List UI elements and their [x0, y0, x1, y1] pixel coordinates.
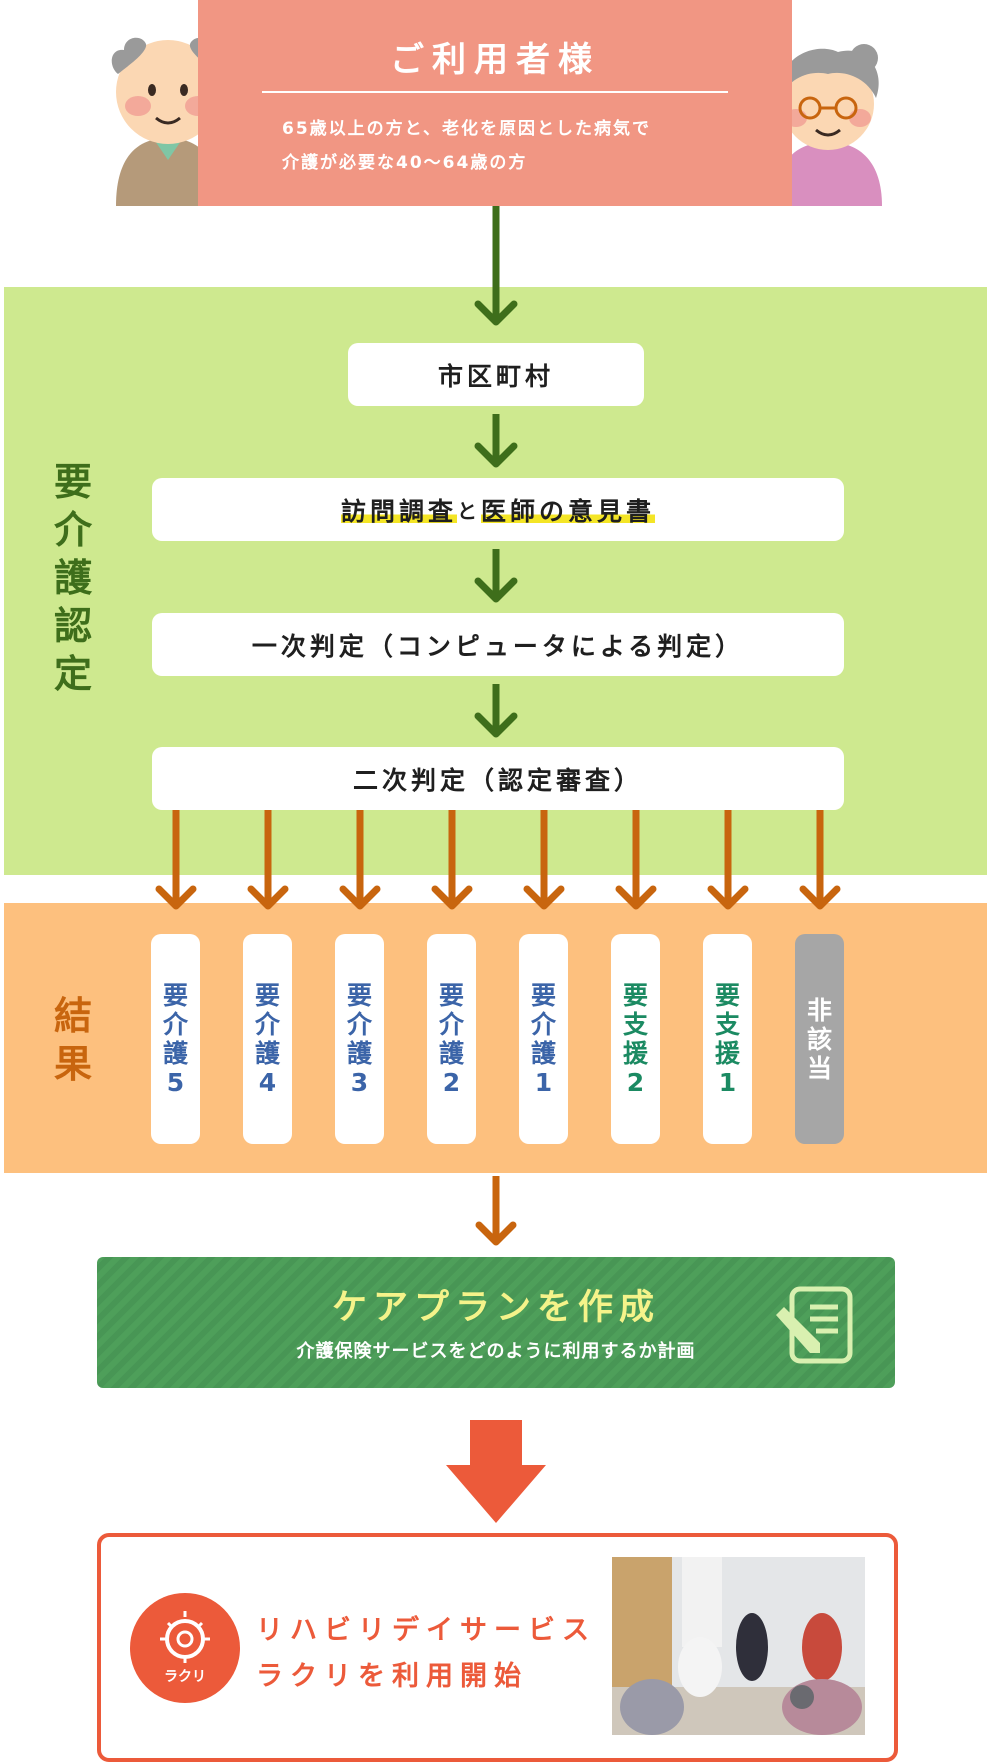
result-care-5-label: 要介護5 [161, 981, 191, 1097]
rehab-session-photo [612, 1557, 865, 1735]
result-care-4: 要介護4 [243, 934, 292, 1144]
result-care-3: 要介護3 [335, 934, 384, 1144]
result-support-1: 要支援1 [703, 934, 752, 1144]
result-care-4-label: 要介護4 [253, 981, 283, 1097]
result-care-2-label: 要介護2 [437, 981, 467, 1097]
arrow-city-to-survey [478, 414, 514, 464]
result-support-1-label: 要支援1 [713, 981, 743, 1097]
result-care-2: 要介護2 [427, 934, 476, 1144]
result-not-applicable: 非該当 [795, 934, 844, 1144]
result-care-1: 要介護1 [519, 934, 568, 1144]
arrow-survey-to-first [478, 549, 514, 599]
result-support-2-label: 要支援2 [621, 981, 651, 1097]
arrows-second-to-results [159, 810, 837, 906]
service-start-line1: リハビリデイサービス [256, 1608, 596, 1654]
rakuri-logo-mark [130, 1593, 240, 1703]
document-pencil-icon [770, 1285, 860, 1369]
rakuri-logo: ラクリ [130, 1593, 240, 1703]
arrow-first-to-second [478, 684, 514, 734]
result-care-5: 要介護5 [151, 934, 200, 1144]
result-support-2: 要支援2 [611, 934, 660, 1144]
arrow-results-to-careplan [479, 1176, 513, 1242]
big-arrow-careplan-to-service [446, 1420, 546, 1523]
service-start-text: リハビリデイサービス ラクリを利用開始 [256, 1608, 596, 1700]
rakuri-logo-text: ラクリ [130, 1666, 240, 1686]
result-care-3-label: 要介護3 [345, 981, 375, 1097]
service-start-line2: ラクリを利用開始 [256, 1654, 596, 1700]
result-care-1-label: 要介護1 [529, 981, 559, 1097]
arrow-user-to-city [478, 206, 514, 322]
result-not-applicable-label: 非該当 [805, 996, 835, 1083]
